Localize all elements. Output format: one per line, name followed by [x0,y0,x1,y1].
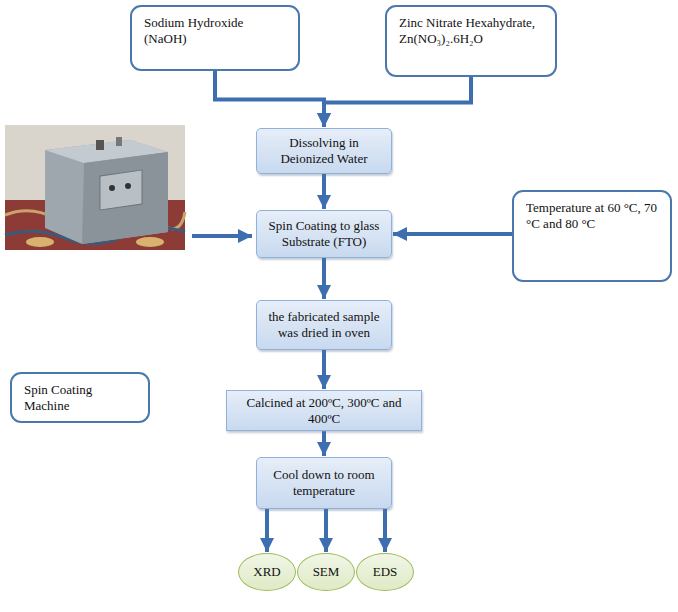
node-text: Zinc Nitrate Hexahydrate, Zn(NO₃)₂.6H₂O [399,15,543,46]
spin-coater-photo [5,125,185,250]
node-text: Calcined at 200ºC, 300ºC and 400ºC [234,395,414,426]
machine-chuck [116,137,122,146]
node-text: EDS [361,564,409,580]
flow-arrow [322,258,326,299]
node-text: XRD [243,564,291,580]
machine-knob [125,183,131,189]
analysis-oval: SEM [297,553,355,591]
analysis-oval: XRD [238,553,296,591]
flow-arrow [383,509,387,552]
node-text: Spin Coating Machine [24,382,136,413]
flow-arrow [393,232,512,236]
node-text: SEM [302,564,350,580]
flow-arrow [324,77,471,127]
photo-wall [5,125,185,250]
process-box: Dissolving in Deionized Water [256,128,392,174]
process-box: Spin Coating to glass Substrate (FTO) [256,210,392,258]
input-box: Sodium Hydroxide (NaOH) [130,5,300,71]
node-text: Cool down to room temperature [264,467,384,498]
node-text: Sodium Hydroxide (NaOH) [144,15,286,46]
carpet-pattern [136,237,164,247]
caption-box: Spin Coating Machine [10,372,150,423]
photo-arrow [192,234,252,238]
flow-arrow [322,174,326,209]
machine-panel [100,170,142,210]
machine-knob [109,185,115,191]
process-box: the fabricated sample was dried in oven [256,300,392,350]
node-text: Dissolving in Deionized Water [264,135,384,166]
condition-box: Temperature at 60 °C, 70 °C and 80 °C [512,190,672,282]
flow-arrow [322,431,326,456]
machine-chuck [96,140,104,150]
machine-side [82,152,168,244]
flow-arrow [322,350,326,389]
analysis-oval: EDS [356,553,414,591]
flow-arrow [215,71,324,127]
node-text: Temperature at 60 °C, 70 °C and 80 °C [526,200,658,231]
input-box: Zinc Nitrate Hexahydrate, Zn(NO₃)₂.6H₂O [385,5,557,77]
flow-arrow [265,509,269,552]
node-text: Spin Coating to glass Substrate (FTO) [264,218,384,249]
node-text: the fabricated sample was dried in oven [264,309,384,340]
process-band: Calcined at 200ºC, 300ºC and 400ºC [226,390,422,431]
process-box: Cool down to room temperature [256,457,392,509]
carpet-pattern [26,237,54,247]
machine-body [45,140,168,244]
flow-arrow [324,509,328,552]
